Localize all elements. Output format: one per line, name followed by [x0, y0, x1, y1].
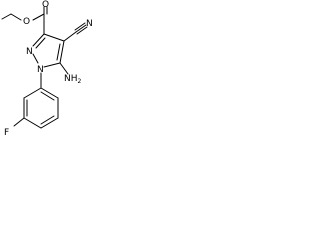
bond-ph-inner-1 [40, 91, 55, 101]
bond-c5-nh2 [59, 62, 69, 75]
structure-canvas: O O N N N NH2 F [0, 0, 108, 162]
bond-ethyl-ch2-o [10, 13, 22, 21]
bond-triple-b [74, 22, 86, 31]
atom-nitrile-n: N [86, 19, 93, 29]
atom-nh2: NH2 [64, 74, 82, 85]
bond-ph-inner-2 [40, 115, 55, 125]
bond-c5-n1 [43, 62, 61, 68]
bond-c4-c5-a [59, 40, 65, 64]
bond-triple-c [76, 26, 88, 35]
atom-n2: N [26, 47, 33, 57]
amino-label: NH [64, 74, 78, 84]
atom-o-carbonyl: O [42, 0, 49, 10]
bond-c4-c5-b [56, 43, 61, 61]
bond-ethyl-ch3-ch2 [1, 13, 12, 20]
bond-ph-c1-c2 [40, 87, 59, 99]
bond-c3-c4 [43, 33, 65, 42]
bond-o-carbonyl-carbon [32, 13, 45, 21]
atom-o-ether: O [23, 17, 30, 27]
bond-ph-c6-c1 [23, 87, 42, 99]
amino-subscript: 2 [78, 78, 82, 85]
chemical-structure-diagram: O O N N N NH2 F [1, 0, 93, 138]
bond-ph-c3-c4 [40, 117, 59, 129]
bond-triple-a [75, 24, 87, 33]
bond-n2-c3-a [32, 33, 45, 47]
atom-fluorine: F [4, 128, 9, 138]
atom-n1: N [37, 65, 44, 75]
bond-n2-c3-b [35, 37, 46, 49]
bond-ph-c4-c5 [23, 117, 42, 129]
bond-c4-cn-carbon [63, 31, 77, 42]
bond-n1-n2 [32, 53, 39, 64]
bond-c-f [13, 117, 25, 127]
